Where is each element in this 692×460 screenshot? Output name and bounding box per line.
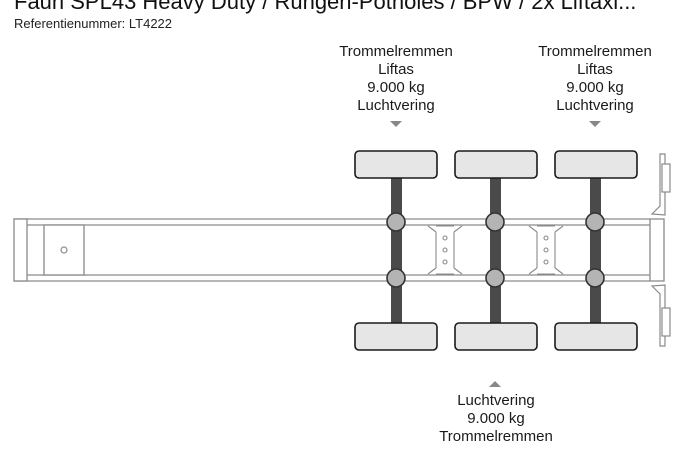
axle-1-lift-axle: Liftas (378, 61, 414, 78)
axle-2-load: 9.000 kg (467, 410, 525, 427)
axle-3-tire-top (554, 150, 638, 179)
axle-1-tire-bottom (354, 322, 438, 351)
axle-2-suspension: Luchtvering (457, 392, 535, 409)
axle-1-hub-bottom (386, 268, 406, 288)
axle-3-hub-bottom (585, 268, 605, 288)
axle-2-tire-bottom (454, 322, 538, 351)
axle-2 (454, 150, 538, 387)
axle-3-bar (590, 178, 601, 324)
axle-1-tire-top (354, 150, 438, 179)
cross-member-left (427, 225, 463, 275)
up-arrow-icon (489, 381, 501, 387)
cross-member-right (528, 225, 564, 275)
axle-3-suspension: Luchtvering (556, 97, 634, 114)
axle-3-load: 9.000 kg (566, 79, 624, 96)
axle-3-specs: Trommelremmen Liftas 9.000 kg Luchtverin… (515, 43, 675, 115)
axle-1 (354, 121, 438, 351)
axle-2-tire-top (454, 150, 538, 179)
axle-2-hub-bottom (485, 268, 505, 288)
axle-1-suspension: Luchtvering (357, 97, 435, 114)
down-arrow-icon (390, 121, 402, 127)
reference-number: Referentienummer: LT4222 (14, 16, 173, 31)
axle-3-hub-top (585, 212, 605, 232)
axle-3-lift-axle: Liftas (577, 61, 613, 78)
rear-mount-point (60, 246, 68, 254)
chassis-frame (13, 218, 665, 282)
axle-1-bar (391, 178, 402, 324)
coupling-plate (650, 153, 671, 347)
axle-3-brake-type: Trommelremmen (538, 43, 652, 60)
axle-1-specs: Trommelremmen Liftas 9.000 kg Luchtverin… (316, 43, 476, 115)
axle-2-brake-type: Trommelremmen (439, 428, 553, 445)
axle-1-load: 9.000 kg (367, 79, 425, 96)
axle-1-hub-top (386, 212, 406, 232)
down-arrow-icon (589, 121, 601, 127)
axle-2-bar (490, 178, 501, 324)
axle-2-specs: Luchtvering 9.000 kg Trommelremmen (416, 392, 576, 446)
axle-1-brake-type: Trommelremmen (339, 43, 453, 60)
axle-3-tire-bottom (554, 322, 638, 351)
axle-3 (554, 121, 638, 351)
axle-2-hub-top (485, 212, 505, 232)
